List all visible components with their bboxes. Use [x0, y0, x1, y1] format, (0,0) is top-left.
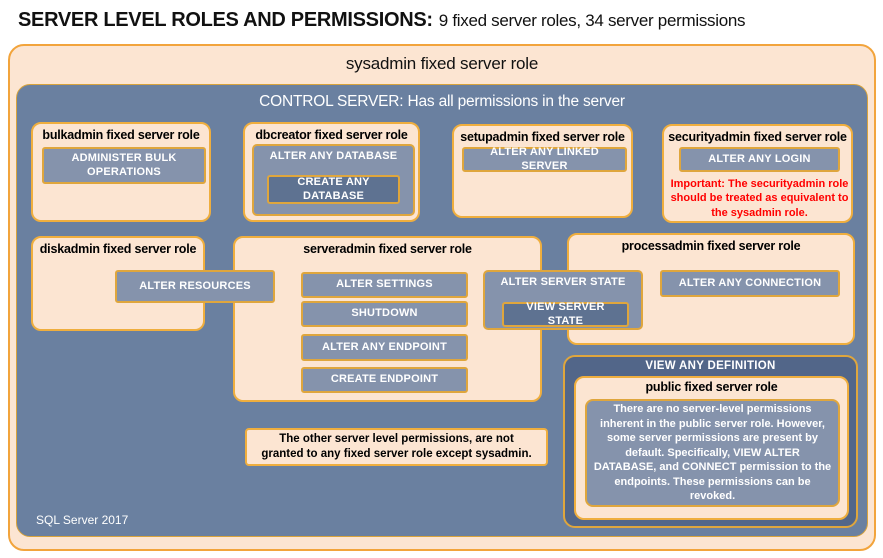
- permission-view-any-definition: VIEW ANY DEFINITION: [645, 360, 776, 372]
- permission-alter-settings: ALTER SETTINGS: [301, 272, 468, 298]
- dbcreator-role-box: dbcreator fixed server role ALTER ANY DA…: [243, 122, 420, 222]
- public-role-box: public fixed server role There are no se…: [574, 376, 849, 520]
- dbcreator-role-label: dbcreator fixed server role: [255, 128, 408, 142]
- page-title: SERVER LEVEL ROLES AND PERMISSIONS: 9 fix…: [18, 9, 868, 32]
- view-any-definition-box: VIEW ANY DEFINITION public fixed server …: [563, 355, 858, 528]
- page-title-subtitle: 9 fixed server roles, 34 server permissi…: [438, 11, 746, 30]
- permission-alter-any-linked-server: ALTER ANY LINKED SERVER: [462, 146, 627, 172]
- control-server-label: CONTROL SERVER: Has all permissions in t…: [259, 93, 625, 110]
- serveradmin-role-label: serveradmin fixed server role: [303, 242, 472, 256]
- permission-create-endpoint: CREATE ENDPOINT: [301, 367, 468, 393]
- permission-alter-any-database: ALTER ANY DATABASE: [269, 150, 398, 162]
- securityadmin-warning-text: Important: The securityadmin role should…: [670, 178, 849, 219]
- permission-alter-any-database-group: ALTER ANY DATABASE CREATE ANY DATABASE: [252, 144, 415, 216]
- diskadmin-role-label: diskadmin fixed server role: [39, 242, 197, 256]
- bulkadmin-role-label: bulkadmin fixed server role: [42, 128, 200, 142]
- securityadmin-role-label: securityadmin fixed server role: [668, 130, 847, 144]
- page-title-main: SERVER LEVEL ROLES AND PERMISSIONS:: [18, 9, 433, 31]
- permission-view-server-state: VIEW SERVER STATE: [502, 301, 629, 327]
- permission-alter-server-state-group: ALTER SERVER STATE VIEW SERVER STATE: [483, 270, 643, 330]
- permission-administer-bulk-operations: ADMINISTER BULK OPERATIONS: [42, 147, 206, 184]
- public-role-description: There are no server-level permissions in…: [585, 399, 840, 507]
- securityadmin-role-box: securityadmin fixed server role ALTER AN…: [662, 124, 853, 223]
- permission-alter-any-endpoint: ALTER ANY ENDPOINT: [301, 334, 468, 361]
- processadmin-role-label: processadmin fixed server role: [621, 239, 801, 253]
- serveradmin-role-box: serveradmin fixed server role ALTER SETT…: [233, 236, 542, 402]
- sysadmin-role-label: sysadmin fixed server role: [345, 54, 539, 73]
- permission-alter-resources: ALTER RESOURCES: [115, 270, 275, 303]
- bulkadmin-role-box: bulkadmin fixed server role ADMINISTER B…: [31, 122, 211, 222]
- permission-alter-any-connection: ALTER ANY CONNECTION: [660, 270, 840, 297]
- setupadmin-role-box: setupadmin fixed server role ALTER ANY L…: [452, 124, 633, 218]
- permission-shutdown: SHUTDOWN: [301, 301, 468, 327]
- permission-create-any-database: CREATE ANY DATABASE: [267, 175, 400, 204]
- public-role-label: public fixed server role: [645, 380, 778, 394]
- permission-alter-any-login: ALTER ANY LOGIN: [679, 147, 840, 172]
- setupadmin-role-label: setupadmin fixed server role: [460, 130, 625, 144]
- sql-server-version-label: SQL Server 2017: [36, 513, 129, 527]
- permission-alter-server-state: ALTER SERVER STATE: [500, 276, 626, 288]
- note-box: The other server level permissions, are …: [245, 428, 548, 466]
